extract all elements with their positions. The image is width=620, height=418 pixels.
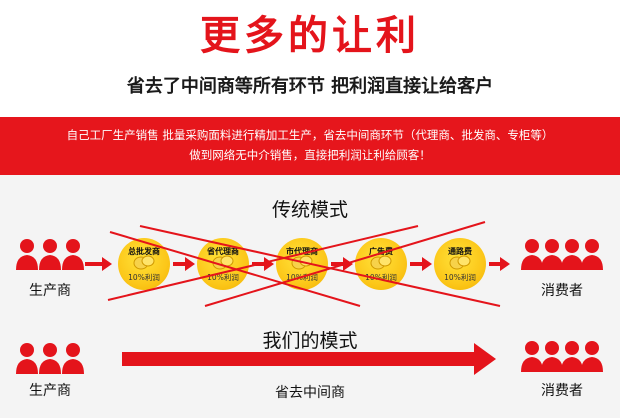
money-icon [370, 255, 392, 270]
money-icon [449, 255, 471, 270]
step-margin: 10%利润 [444, 273, 476, 282]
producer-label: 生产商 [29, 283, 71, 299]
banner-line-2: 做到网络无中介销售，直接把利润让利给顾客！ [189, 148, 431, 162]
step-margin: 10%利润 [207, 273, 239, 282]
chain-arrows [85, 257, 510, 271]
money-icon [133, 255, 155, 270]
page-title: 更多的让利 [200, 13, 420, 59]
models-panel [0, 175, 620, 418]
step-margin: 10%利润 [128, 273, 160, 282]
producer-label: 生产商 [29, 383, 71, 399]
traditional-model-title: 传统模式 [271, 199, 348, 221]
consumer-people-icon [520, 340, 604, 374]
our-model-title: 我们的模式 [262, 330, 358, 352]
arrow-right-icon [410, 257, 432, 271]
cross-out-lines [107, 221, 501, 307]
banner-line-1: 自己工厂生产销售 批量采购面料进行精加工生产，省去中间商环节（代理商、批发商、专… [66, 128, 554, 142]
promo-banner: 自己工厂生产销售 批量采购面料进行精加工生产，省去中间商环节（代理商、批发商、专… [0, 117, 620, 175]
consumer-label: 消费者 [541, 383, 583, 399]
skip-middlemen-label: 省去中间商 [275, 385, 345, 401]
step-name: 总批发商 [128, 247, 160, 256]
coin-step-2: 省代理商 10%利润 [197, 238, 249, 290]
consumer-label: 消费者 [541, 283, 583, 299]
arrow-right-icon [489, 257, 510, 271]
producer-people-icon [14, 238, 86, 272]
arrow-right-icon [173, 257, 195, 271]
step-name: 市代理商 [286, 247, 318, 256]
direct-arrow [122, 343, 496, 375]
step-name: 广告费 [369, 247, 393, 256]
coin-step-4: 广告费 10%利润 [355, 238, 407, 290]
step-name: 通路费 [448, 247, 472, 256]
consumer-people-icon [520, 238, 604, 272]
step-margin: 10%利润 [365, 273, 397, 282]
producer-people-icon [14, 342, 86, 376]
page-subtitle: 省去了中间商等所有环节 把利润直接让给客户 [126, 76, 494, 97]
coin-step-5: 通路费 10%利润 [434, 238, 486, 290]
arrow-right-icon [85, 257, 112, 271]
step-name: 省代理商 [207, 247, 239, 256]
